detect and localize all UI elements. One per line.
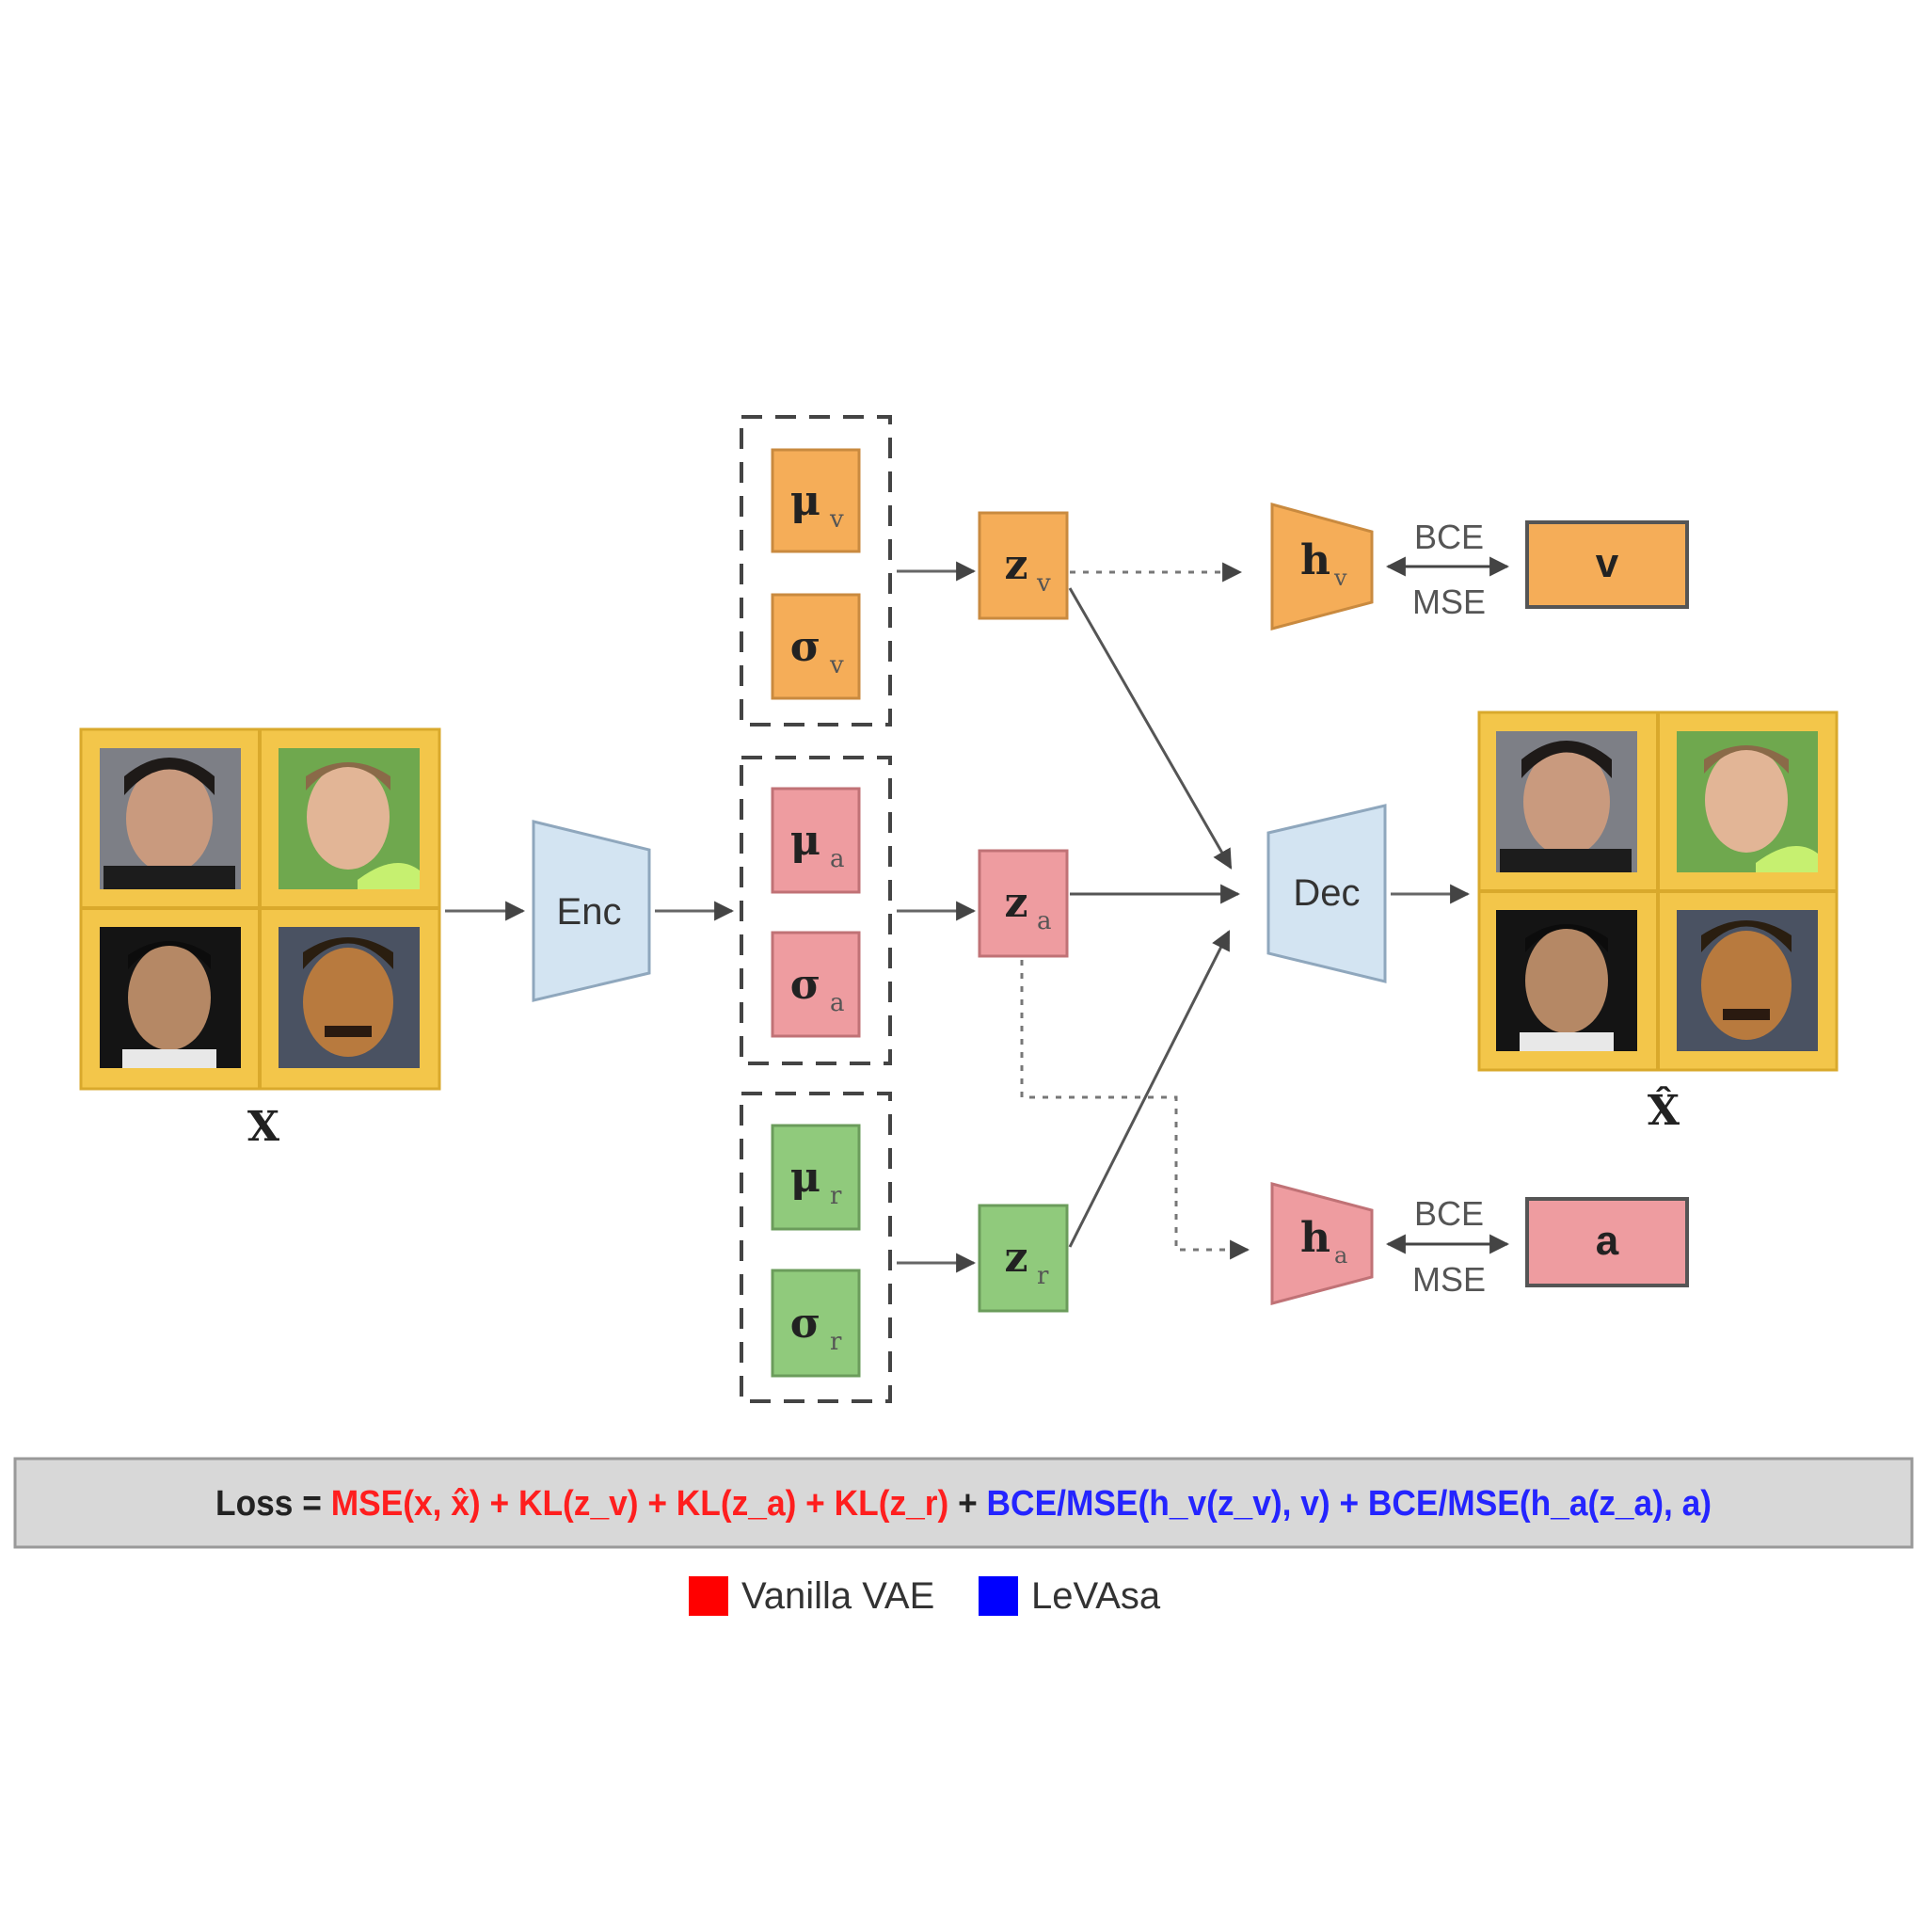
loss-prefix: Loss = <box>215 1484 331 1524</box>
sigma-r-sub: r <box>830 1328 842 1356</box>
mu-r-sub: r <box>830 1182 842 1210</box>
head-a-bottom-label: MSE <box>1412 1260 1486 1299</box>
encoder-block <box>532 820 651 1002</box>
head-a-block <box>1270 1182 1374 1305</box>
sigma-a-sub: a <box>830 989 845 1017</box>
sigma-r-box <box>771 1269 861 1378</box>
latent-group-r <box>740 1092 892 1403</box>
target-v-box <box>1525 520 1689 609</box>
output-label: X̂ <box>1648 1085 1680 1135</box>
loss-vanilla-terms: MSE(x, x̂) + KL(z_v) + KL(z_a) + KL(z_r) <box>331 1484 949 1524</box>
output-face-2 <box>1677 731 1818 872</box>
head-v-label: h <box>1300 536 1330 584</box>
z-r-label: z <box>1005 1234 1028 1282</box>
legend-label-levae: LeVAsa <box>1031 1575 1161 1617</box>
head-a-sub: a <box>1334 1242 1347 1269</box>
mu-v-box <box>771 448 861 553</box>
target-a-box <box>1525 1197 1689 1287</box>
target-a-label: a <box>1596 1218 1619 1264</box>
output-image-grid <box>1477 711 1839 1072</box>
mu-r-box <box>771 1124 861 1231</box>
sigma-r-label: σ <box>790 1300 820 1348</box>
input-face-4 <box>279 927 420 1068</box>
z-a-box <box>978 849 1069 958</box>
sigma-a-box <box>771 931 861 1038</box>
head-a-label: h <box>1300 1214 1330 1262</box>
latent-group-v <box>740 415 892 726</box>
mu-a-label: μ <box>790 817 820 865</box>
mu-a-box <box>771 787 861 894</box>
legend-label-vanilla: Vanilla VAE <box>741 1575 934 1617</box>
mu-v-label: μ <box>790 477 820 525</box>
head-a-top-label: BCE <box>1414 1194 1484 1233</box>
latent-group-a <box>740 756 892 1065</box>
input-image-grid <box>79 727 441 1091</box>
arrow-z-v-to-decoder <box>1068 587 1233 870</box>
loss-bar <box>13 1457 1914 1549</box>
target-v-label: v <box>1596 540 1619 586</box>
head-v-top-label: BCE <box>1414 518 1484 556</box>
decoder-block <box>1266 804 1387 983</box>
z-v-sub: v <box>1036 569 1051 598</box>
legend: Vanilla VAE LeVAsa <box>689 1575 1161 1617</box>
head-v-bottom-label: MSE <box>1412 583 1486 621</box>
legend-swatch-levae <box>979 1576 1018 1616</box>
arrow-z-a-to-head <box>1020 960 1250 1260</box>
z-a-label: z <box>1005 879 1028 927</box>
z-v-box <box>978 511 1069 620</box>
mu-a-sub: a <box>830 845 845 873</box>
encoder-label: Enc <box>557 891 622 933</box>
head-v-sub: v <box>1333 565 1347 591</box>
z-v-label: z <box>1005 541 1028 589</box>
sigma-v-label: σ <box>790 623 820 671</box>
sigma-a-label: σ <box>790 961 820 1009</box>
input-label: X <box>247 1103 280 1151</box>
sigma-v-sub: v <box>829 651 844 679</box>
loss-formula: Loss = MSE(x, x̂) + KL(z_v) + KL(z_a) + … <box>215 1484 1712 1524</box>
output-face-4 <box>1677 910 1818 1051</box>
input-face-1 <box>100 748 241 889</box>
output-face-3 <box>1496 910 1637 1051</box>
z-a-sub: a <box>1037 907 1052 935</box>
input-face-2 <box>279 748 420 889</box>
head-v-block <box>1270 503 1374 631</box>
output-face-1 <box>1496 731 1637 872</box>
z-r-box <box>978 1204 1069 1313</box>
loss-joiner: + <box>948 1484 986 1524</box>
sigma-v-box <box>771 593 861 700</box>
legend-swatch-vanilla <box>689 1576 728 1616</box>
z-r-sub: r <box>1037 1262 1049 1290</box>
mu-r-label: μ <box>790 1154 820 1202</box>
arrow-z-r-to-decoder <box>1068 930 1231 1248</box>
decoder-label: Dec <box>1293 872 1360 914</box>
loss-levae-terms: BCE/MSE(h_v(z_v), v) + BCE/MSE(h_a(z_a),… <box>987 1484 1712 1524</box>
mu-v-sub: v <box>829 505 844 534</box>
input-face-3 <box>100 927 241 1068</box>
